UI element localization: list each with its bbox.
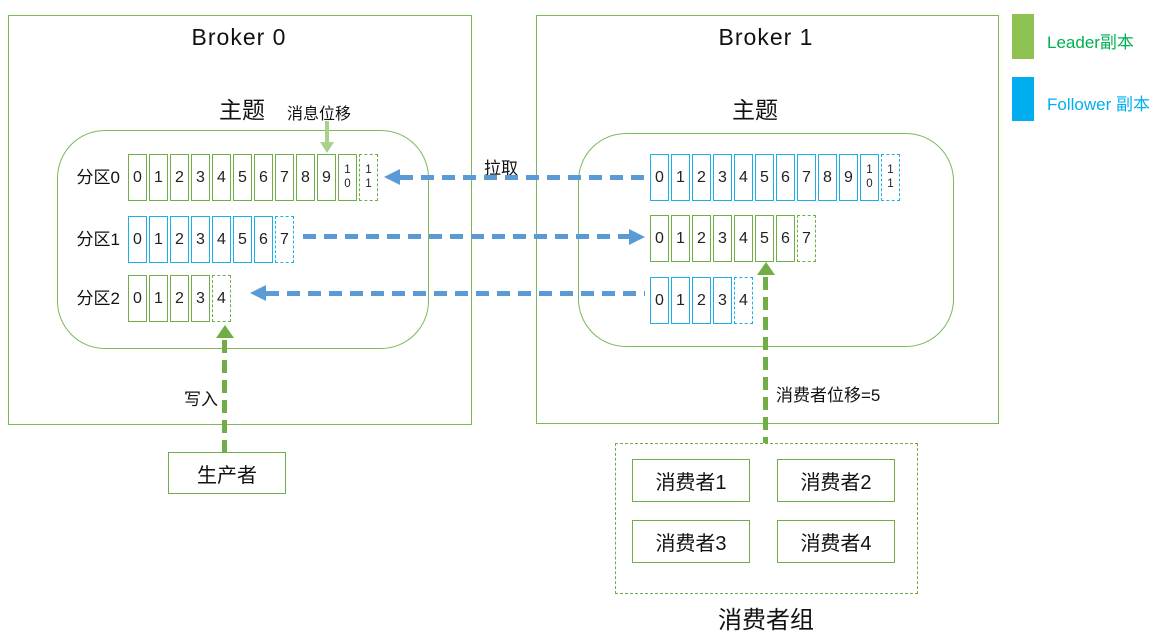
legend-leader-label: Leader副本 — [1047, 33, 1134, 52]
consumer-offset-arrowhead-icon — [757, 262, 775, 275]
offset-cell-3: 3 — [191, 216, 210, 263]
partition0-label: 分区0 — [76, 168, 120, 187]
offset-cell-1: 1 — [671, 215, 690, 262]
broker0-topic-label: 主题 — [219, 97, 265, 123]
offset-cell-4: 4 — [734, 277, 753, 324]
write-label: 写入 — [184, 390, 218, 409]
offset-cell-8: 8 — [818, 154, 837, 201]
offset-cell-7: 7 — [275, 154, 294, 201]
offset-cell-0: 0 — [650, 215, 669, 262]
legend-follower-label: Follower 副本 — [1047, 95, 1150, 114]
offset-cell-2: 2 — [692, 277, 711, 324]
offset-cell-6: 6 — [776, 215, 795, 262]
partition2-label: 分区2 — [76, 289, 120, 308]
broker0-title: Broker 0 — [191, 24, 287, 50]
offset-cell-3: 3 — [191, 154, 210, 201]
offset-cell-2: 2 — [170, 216, 189, 263]
offset-cell-1: 1 — [149, 154, 168, 201]
broker1-title: Broker 1 — [718, 24, 814, 50]
pull-arrowhead-p0-icon — [384, 169, 400, 185]
offset-cell-1: 1 — [671, 154, 690, 201]
offset-cell-4: 4 — [734, 154, 753, 201]
offset-cell-11: 1 1 — [881, 154, 900, 201]
offset-cell-3: 3 — [713, 277, 732, 324]
write-arrowhead-icon — [216, 325, 234, 338]
message-offset-label: 消息位移 — [287, 106, 352, 123]
offset-cell-10: 1 0 — [338, 154, 357, 201]
offset-cell-8: 8 — [296, 154, 315, 201]
offset-cell-6: 6 — [776, 154, 795, 201]
consumer-group-label: 消费者组 — [718, 607, 814, 634]
offset-cell-2: 2 — [170, 154, 189, 201]
offset-cell-1: 1 — [149, 275, 168, 322]
pull-arrowhead-p1-icon — [629, 229, 645, 245]
offset-cell-0: 0 — [128, 216, 147, 263]
consumer-offset-arrow-line — [763, 277, 768, 443]
offset-cell-6: 6 — [254, 154, 273, 201]
write-arrow-line — [222, 340, 227, 452]
pull-arrowhead-p2-icon — [250, 285, 266, 301]
offset-cell-5: 5 — [233, 154, 252, 201]
consumer3-label: 消费者3 — [655, 533, 727, 555]
offset-cell-3: 3 — [713, 215, 732, 262]
offset-cell-9: 9 — [317, 154, 336, 201]
offset-cell-5: 5 — [755, 154, 774, 201]
broker1-topic-label: 主题 — [732, 97, 778, 123]
producer-box: 生产者 — [168, 452, 286, 494]
legend-leader-swatch — [1012, 14, 1034, 59]
offset-cell-7: 7 — [797, 154, 816, 201]
consumer4-label: 消费者4 — [800, 533, 872, 555]
consumer2-box: 消费者2 — [777, 459, 895, 502]
offset-cell-10: 1 0 — [860, 154, 879, 201]
consumer3-box: 消费者3 — [632, 520, 750, 563]
consumer2-label: 消费者2 — [800, 472, 872, 494]
pull-arrow-p1-line — [303, 234, 630, 239]
producer-label: 生产者 — [197, 464, 257, 487]
offset-cell-0: 0 — [650, 277, 669, 324]
offset-cell-5: 5 — [233, 216, 252, 263]
legend-follower-swatch — [1012, 77, 1034, 121]
offset-cell-2: 2 — [692, 215, 711, 262]
consumer4-box: 消费者4 — [777, 520, 895, 563]
message-offset-arrow-line — [325, 121, 329, 143]
offset-cell-4: 4 — [212, 275, 231, 322]
offset-cell-0: 0 — [128, 275, 147, 322]
offset-cell-4: 4 — [734, 215, 753, 262]
offset-cell-0: 0 — [128, 154, 147, 201]
offset-cell-1: 1 — [671, 277, 690, 324]
consumer1-box: 消费者1 — [632, 459, 750, 502]
offset-cell-7: 7 — [797, 215, 816, 262]
offset-cell-6: 6 — [254, 216, 273, 263]
partition1-label: 分区1 — [76, 230, 120, 249]
pull-label: 拉取 — [484, 159, 518, 178]
message-offset-arrow-icon — [320, 142, 334, 153]
offset-cell-3: 3 — [713, 154, 732, 201]
offset-cell-1: 1 — [149, 216, 168, 263]
consumer1-label: 消费者1 — [655, 472, 727, 494]
offset-cell-5: 5 — [755, 215, 774, 262]
offset-cell-2: 2 — [170, 275, 189, 322]
consumer-offset-label: 消费者位移=5 — [776, 386, 881, 405]
offset-cell-4: 4 — [212, 216, 231, 263]
offset-cell-3: 3 — [191, 275, 210, 322]
offset-cell-2: 2 — [692, 154, 711, 201]
offset-cell-7: 7 — [275, 216, 294, 263]
pull-arrow-p2-line — [266, 291, 645, 296]
offset-cell-9: 9 — [839, 154, 858, 201]
offset-cell-4: 4 — [212, 154, 231, 201]
offset-cell-0: 0 — [650, 154, 669, 201]
offset-cell-11: 1 1 — [359, 154, 378, 201]
pull-arrow-p0-line — [400, 175, 648, 180]
